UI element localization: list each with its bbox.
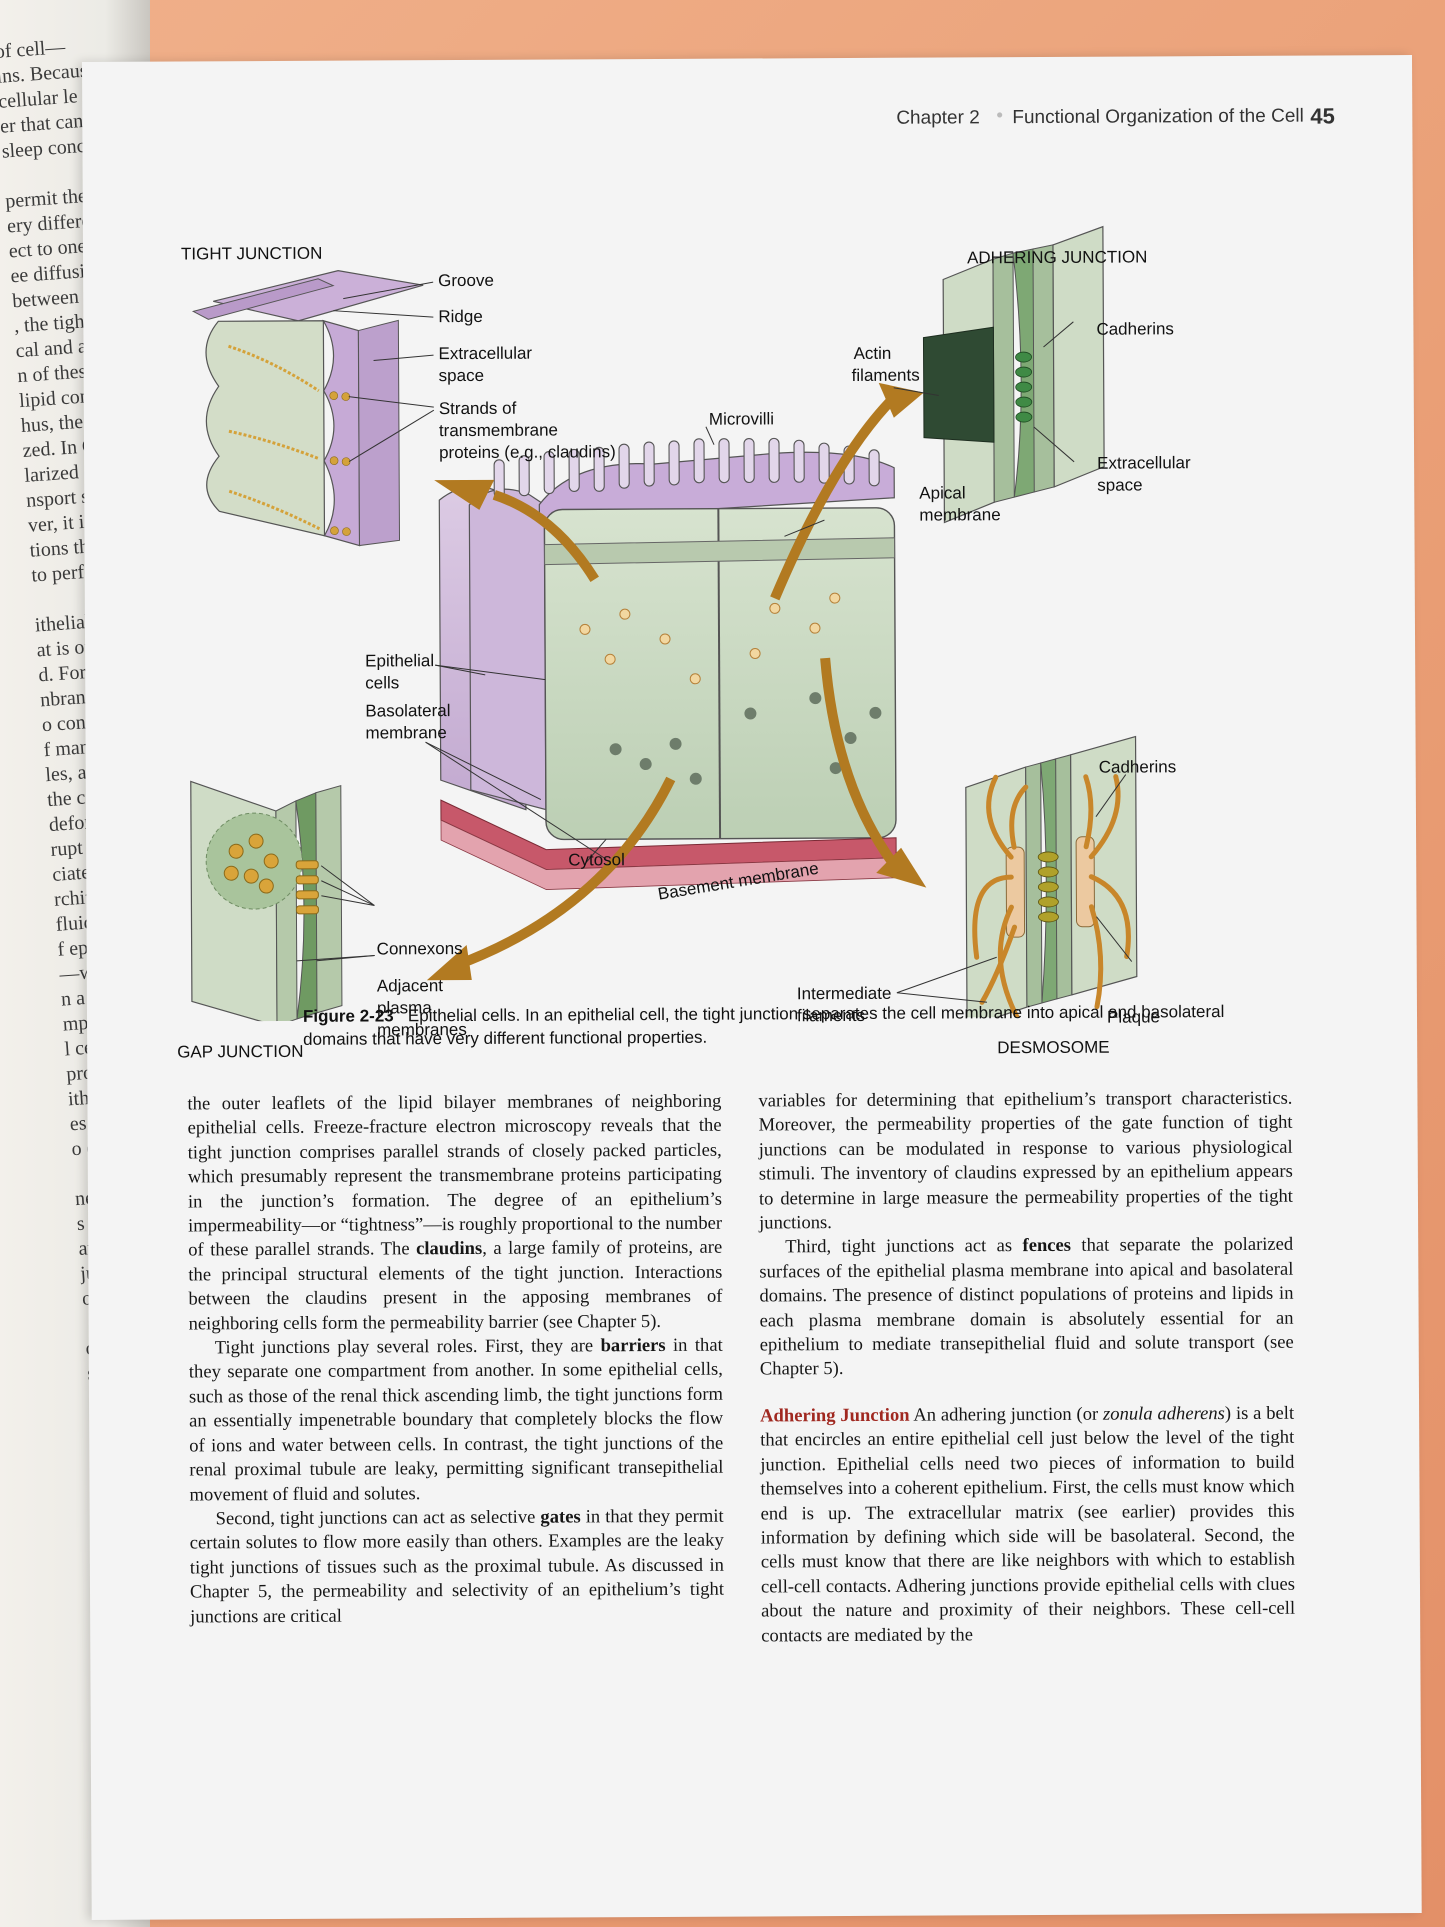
adhering-junction-diagram bbox=[893, 225, 1105, 524]
label-ridge: Ridge bbox=[438, 306, 483, 327]
label-apical-1: Apical bbox=[919, 483, 966, 503]
paragraph: Adhering Junction An adhering junction (… bbox=[760, 1402, 1295, 1649]
label-adjacent-1: Adjacent bbox=[376, 976, 444, 996]
label-epithelial-1: Epithelial bbox=[365, 651, 435, 671]
spacer bbox=[760, 1380, 1294, 1405]
paragraph: the outer leaflets of the lipid bilayer … bbox=[187, 1090, 722, 1337]
label-extracellular-space-1: Extracellular bbox=[438, 343, 533, 364]
text-run: Second, tight junctions can act as selec… bbox=[215, 1506, 541, 1530]
label-actin-2: filaments bbox=[851, 365, 920, 385]
label-microvilli: Microvilli bbox=[708, 409, 775, 429]
tight-junction-diagram bbox=[191, 270, 435, 547]
text-run: in that they separate one compartment fr… bbox=[188, 1334, 724, 1505]
label-adhering-junction: ADHERING JUNCTION bbox=[966, 247, 1148, 268]
label-extracellular-right-1: Extracellular bbox=[1097, 453, 1191, 473]
text-run: variables for determining that epitheliu… bbox=[758, 1087, 1294, 1234]
label-extracellular-space-2: space bbox=[438, 365, 485, 386]
text-run: An adhering junction (or bbox=[909, 1403, 1104, 1426]
text-run: Tight junctions play several roles. Firs… bbox=[214, 1335, 601, 1359]
label-basolateral-1: Basolateral bbox=[365, 701, 451, 721]
label-strands-2: transmembrane bbox=[438, 420, 559, 441]
bold-term: claudins bbox=[416, 1238, 483, 1260]
caption-label: Figure 2-23 bbox=[302, 1006, 394, 1026]
figure-caption: Figure 2-23 Epithelial cells. In an epit… bbox=[303, 1000, 1233, 1051]
header-title: Functional Organization of the Cell bbox=[1012, 105, 1304, 129]
label-epithelial-2: cells bbox=[365, 673, 400, 693]
bold-term: gates bbox=[540, 1506, 581, 1528]
label-extracellular-right-2: space bbox=[1097, 475, 1143, 495]
section-heading: Adhering Junction bbox=[760, 1404, 910, 1427]
caption-text: Epithelial cells. In an epithelial cell,… bbox=[303, 1002, 1225, 1049]
label-actin-1: Actin bbox=[853, 343, 892, 363]
header-chapter: Chapter 2 bbox=[896, 107, 980, 129]
gap-junction-diagram bbox=[190, 780, 375, 1022]
text-run: the outer leaflets of the lipid bilayer … bbox=[187, 1090, 723, 1261]
paragraph: Tight junctions play several roles. Firs… bbox=[189, 1334, 724, 1508]
body-column-left: the outer leaflets of the lipid bilayer … bbox=[187, 1090, 724, 1630]
label-connexons: Connexons bbox=[376, 939, 463, 959]
bold-term: barriers bbox=[600, 1335, 666, 1357]
body-column-right: variables for determining that epitheliu… bbox=[758, 1087, 1295, 1649]
label-gap-junction: GAP JUNCTION bbox=[177, 1041, 304, 1062]
figure-illustration bbox=[190, 225, 1138, 1022]
book-page: Chapter 2 • Functional Organization of t… bbox=[82, 55, 1422, 1920]
label-strands-3: proteins (e.g., claudins) bbox=[439, 442, 616, 463]
bold-term: fences bbox=[1022, 1235, 1072, 1257]
figure-2-23: TIGHT JUNCTION Groove Ridge Extracellula… bbox=[133, 155, 1417, 1062]
page-number: 45 bbox=[1310, 103, 1335, 129]
text-run: Third, tight junctions act as bbox=[785, 1235, 1023, 1258]
italic-term: zonula adherens bbox=[1102, 1402, 1225, 1425]
label-strands-1: Strands of bbox=[438, 398, 517, 419]
label-tight-junction: TIGHT JUNCTION bbox=[180, 243, 323, 264]
epithelium-block bbox=[425, 382, 927, 981]
label-cadherins-top: Cadherins bbox=[1096, 319, 1174, 339]
label-groove: Groove bbox=[438, 270, 494, 291]
label-cadherins-bottom: Cadherins bbox=[1098, 757, 1177, 777]
label-cytosol: Cytosol bbox=[568, 850, 625, 870]
label-apical-2: membrane bbox=[919, 505, 1001, 525]
paragraph: Second, tight junctions can act as selec… bbox=[190, 1505, 725, 1630]
label-basolateral-2: membrane bbox=[365, 723, 447, 743]
paragraph: Third, tight junctions act as fences tha… bbox=[759, 1233, 1294, 1382]
text-run: ) is a belt that encircles an entire epi… bbox=[760, 1402, 1296, 1646]
paragraph: variables for determining that epitheliu… bbox=[758, 1087, 1293, 1236]
desmosome-diagram bbox=[896, 735, 1138, 1022]
running-header: Chapter 2 • Functional Organization of t… bbox=[896, 99, 1386, 136]
header-separator: • bbox=[996, 105, 1004, 127]
